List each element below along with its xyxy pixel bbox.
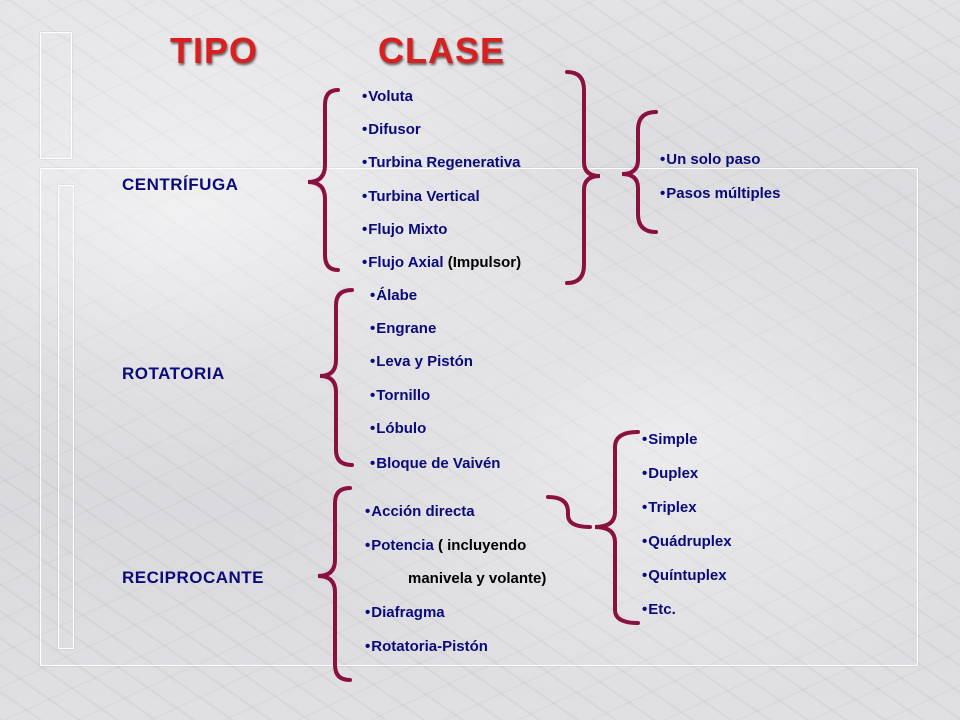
list-item-alabe: •Álabe (370, 287, 418, 304)
brace-rotatoria (319, 288, 354, 467)
list-item-accion-directa: •Acción directa (365, 503, 475, 520)
list-item-engrane: •Engrane (370, 320, 437, 337)
list-item-triplex: •Triplex (642, 499, 697, 516)
list-item-rotatoria-piston: •Rotatoria-Pistón (365, 638, 488, 655)
frame-box (40, 168, 918, 666)
brace-simple (594, 430, 640, 625)
list-item-leva-piston: •Leva y Pistón (370, 353, 473, 370)
brace-centrifuga (307, 88, 340, 272)
list-item-un-solo-paso: •Un solo paso (660, 151, 761, 168)
category-reciprocante: RECIPROCANTE (122, 568, 265, 587)
list-item-quintuplex: •Quíntuplex (642, 567, 727, 584)
list-item-duplex: •Duplex (642, 465, 699, 482)
list-item-potencia-cont: manivela y volante) (408, 570, 547, 587)
category-centrifuga: CENTRÍFUGA (122, 175, 239, 194)
category-rotatoria: ROTATORIA (122, 364, 225, 383)
list-item-tornillo: •Tornillo (370, 387, 431, 404)
list-item-etc: •Etc. (642, 601, 676, 618)
heading-clase: CLASE (378, 30, 506, 71)
heading-tipo: TIPO (170, 30, 259, 71)
list-item-difusor: •Difusor (362, 121, 421, 138)
list-item-simple: •Simple (642, 431, 698, 448)
list-item-turbina-regenerativa: •Turbina Regenerativa (362, 154, 521, 171)
brace-reciprocante (317, 486, 352, 682)
list-item-quadruplex: •Quádruplex (642, 533, 732, 550)
list-item-pasos-multiples: •Pasos múltiples (660, 185, 781, 202)
brace-un-solo-paso (621, 110, 658, 234)
brace-centrifuga-close (565, 70, 601, 285)
list-item-flujo-axial: •Flujo Axial (Impulsor) (362, 254, 522, 271)
frame-bar-left-bottom (58, 185, 74, 649)
list-item-voluta: •Voluta (362, 88, 413, 105)
list-item-bloque-vaiven: •Bloque de Vaivén (370, 455, 501, 472)
list-item-turbina-vertical: •Turbina Vertical (362, 188, 480, 205)
brace-potencia-close (546, 495, 592, 529)
list-item-flujo-mixto: •Flujo Mixto (362, 221, 448, 238)
list-item-potencia: •Potencia ( incluyendo (365, 537, 527, 554)
list-item-lobulo: •Lóbulo (370, 420, 427, 437)
list-item-diafragma: •Diafragma (365, 604, 445, 621)
frame-bar-left-top (40, 32, 72, 159)
